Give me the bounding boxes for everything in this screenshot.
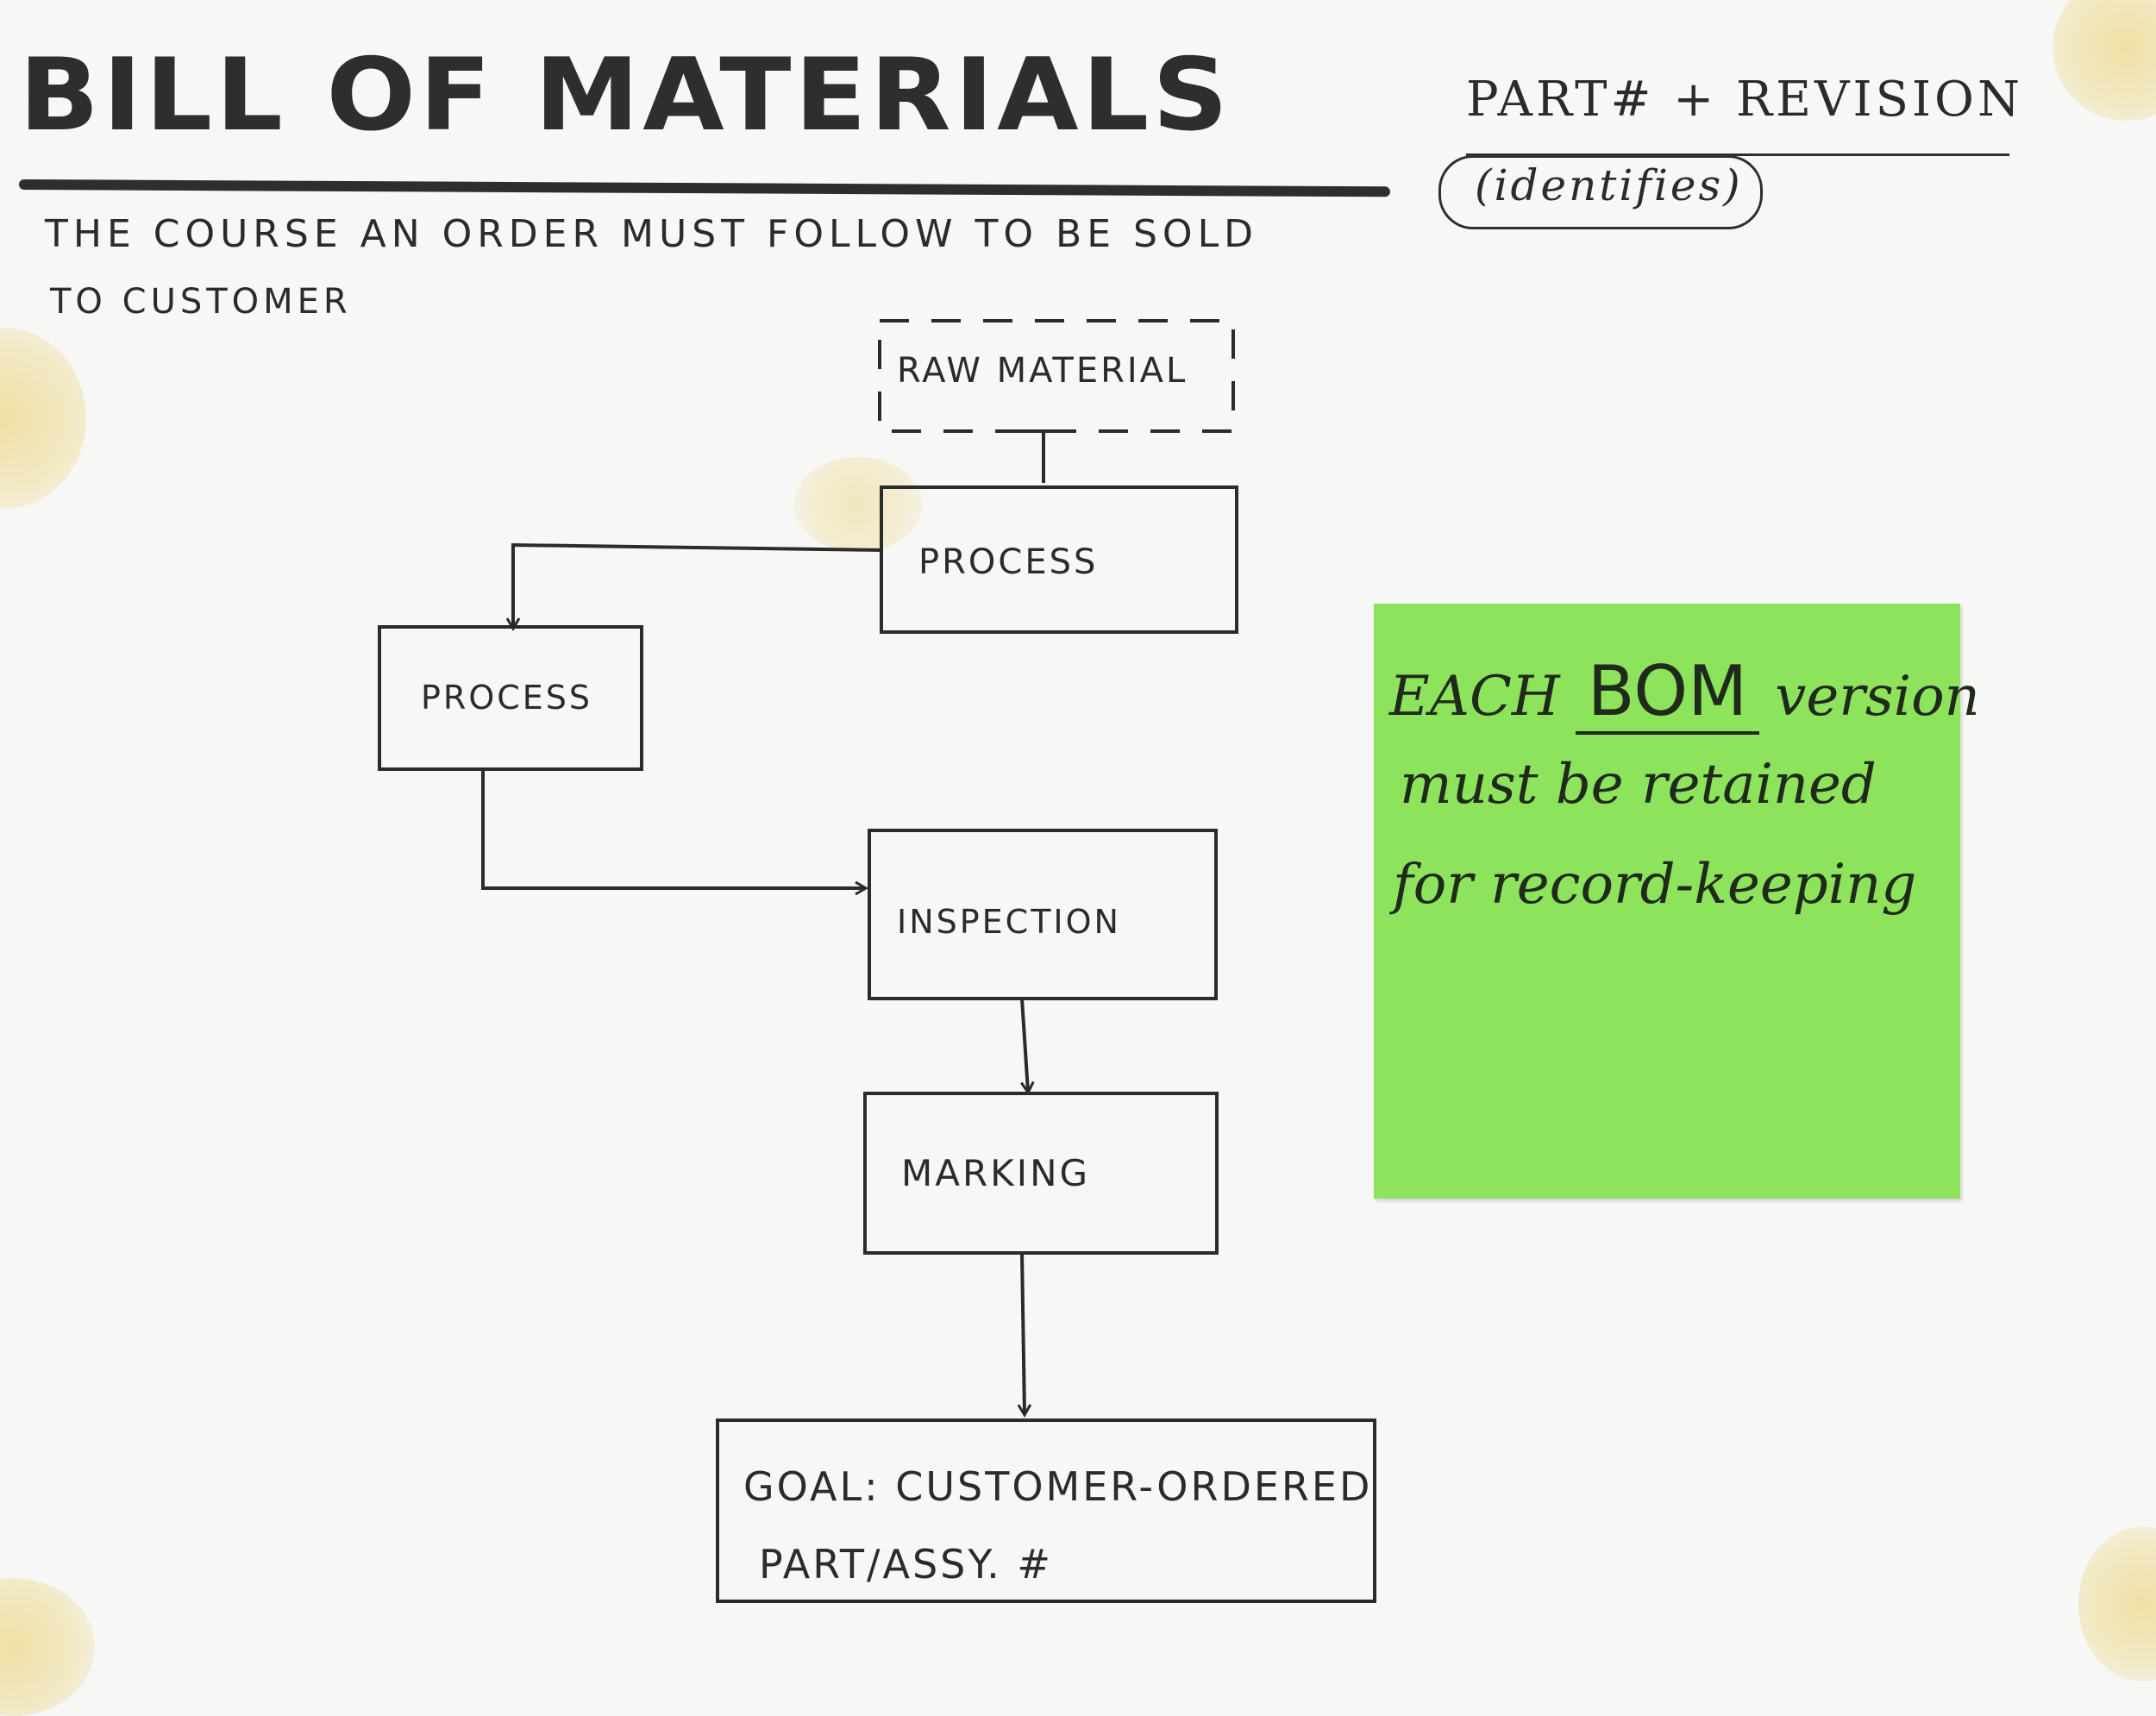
part-revision-note: PART# + REVISION: [1466, 72, 2023, 128]
arrow-process1-to-process2: [513, 542, 882, 628]
process-1-label: PROCESS: [918, 542, 1098, 582]
inspection-label: INSPECTION: [897, 903, 1121, 941]
sticky-note-version: version: [1775, 665, 1980, 729]
goal-label-line-2: PART/ASSY. #: [759, 1541, 1053, 1588]
raw-material-label: RAW MATERIAL: [897, 351, 1188, 391]
identifies-note: (identifies): [1475, 160, 1743, 210]
goal-node: GOAL: CUSTOMER-ORDERED PART/ASSY. #: [716, 1419, 1376, 1603]
sticky-note-line-3: for record-keeping: [1393, 853, 1917, 917]
marking-node: MARKING: [863, 1092, 1219, 1255]
tape-mark: [793, 457, 923, 552]
sticky-note-each: EACH: [1389, 665, 1560, 729]
inspection-node: INSPECTION: [868, 829, 1218, 1000]
goal-label-line-1: GOAL: CUSTOMER-ORDERED: [743, 1463, 1372, 1510]
marking-label: MARKING: [901, 1152, 1090, 1194]
part-revision-underline: [1466, 153, 2009, 156]
process-2-label: PROCESS: [421, 679, 592, 717]
arrow-inspection-to-marking: [1020, 998, 1028, 1092]
flow-diagram: RAW MATERIAL PROCESS PROCESS INSPECTION: [378, 319, 1376, 1603]
page-title: BILL OF MATERIALS: [19, 36, 1232, 153]
process-node-2: PROCESS: [378, 625, 643, 771]
process-node-1: PROCESS: [880, 485, 1238, 634]
raw-material-node: RAW MATERIAL: [878, 319, 1235, 433]
arrow-process2-to-inspection: [481, 769, 865, 888]
identifies-bubble: [1438, 155, 1763, 229]
sticky-note-line-2: must be retained: [1400, 753, 1877, 817]
arrow-marking-to-goal: [1022, 1252, 1025, 1414]
subtitle-line-2: TO CUSTOMER: [50, 282, 352, 322]
sticky-note-bom: BOM: [1575, 657, 1760, 735]
subtitle-line-1: THE COURSE AN ORDER MUST FOLLOW TO BE SO…: [45, 212, 1258, 256]
